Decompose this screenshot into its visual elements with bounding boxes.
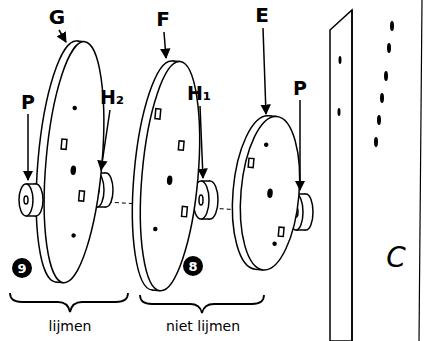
part-name: F bbox=[156, 9, 170, 29]
part-name: E bbox=[255, 5, 269, 25]
spacer-p-left bbox=[19, 184, 43, 216]
callout-number: 8 bbox=[188, 260, 197, 273]
part-name: P bbox=[21, 93, 35, 112]
disc-e bbox=[226, 113, 305, 272]
part-name: H₁ bbox=[187, 84, 211, 103]
part-name: H₂ bbox=[100, 88, 124, 107]
part-name: P bbox=[293, 79, 307, 98]
note-label: niet lijmen bbox=[166, 319, 240, 333]
part-name: C bbox=[386, 244, 406, 272]
leader-arrows bbox=[28, 28, 300, 190]
number-badge bbox=[12, 258, 32, 278]
board bbox=[330, 0, 422, 341]
part-name: G bbox=[49, 7, 65, 27]
disc-g bbox=[28, 38, 113, 285]
brace bbox=[10, 293, 264, 313]
callout-number: 9 bbox=[17, 262, 26, 275]
number-badge bbox=[183, 256, 203, 276]
note-label: lijmen bbox=[49, 319, 92, 333]
